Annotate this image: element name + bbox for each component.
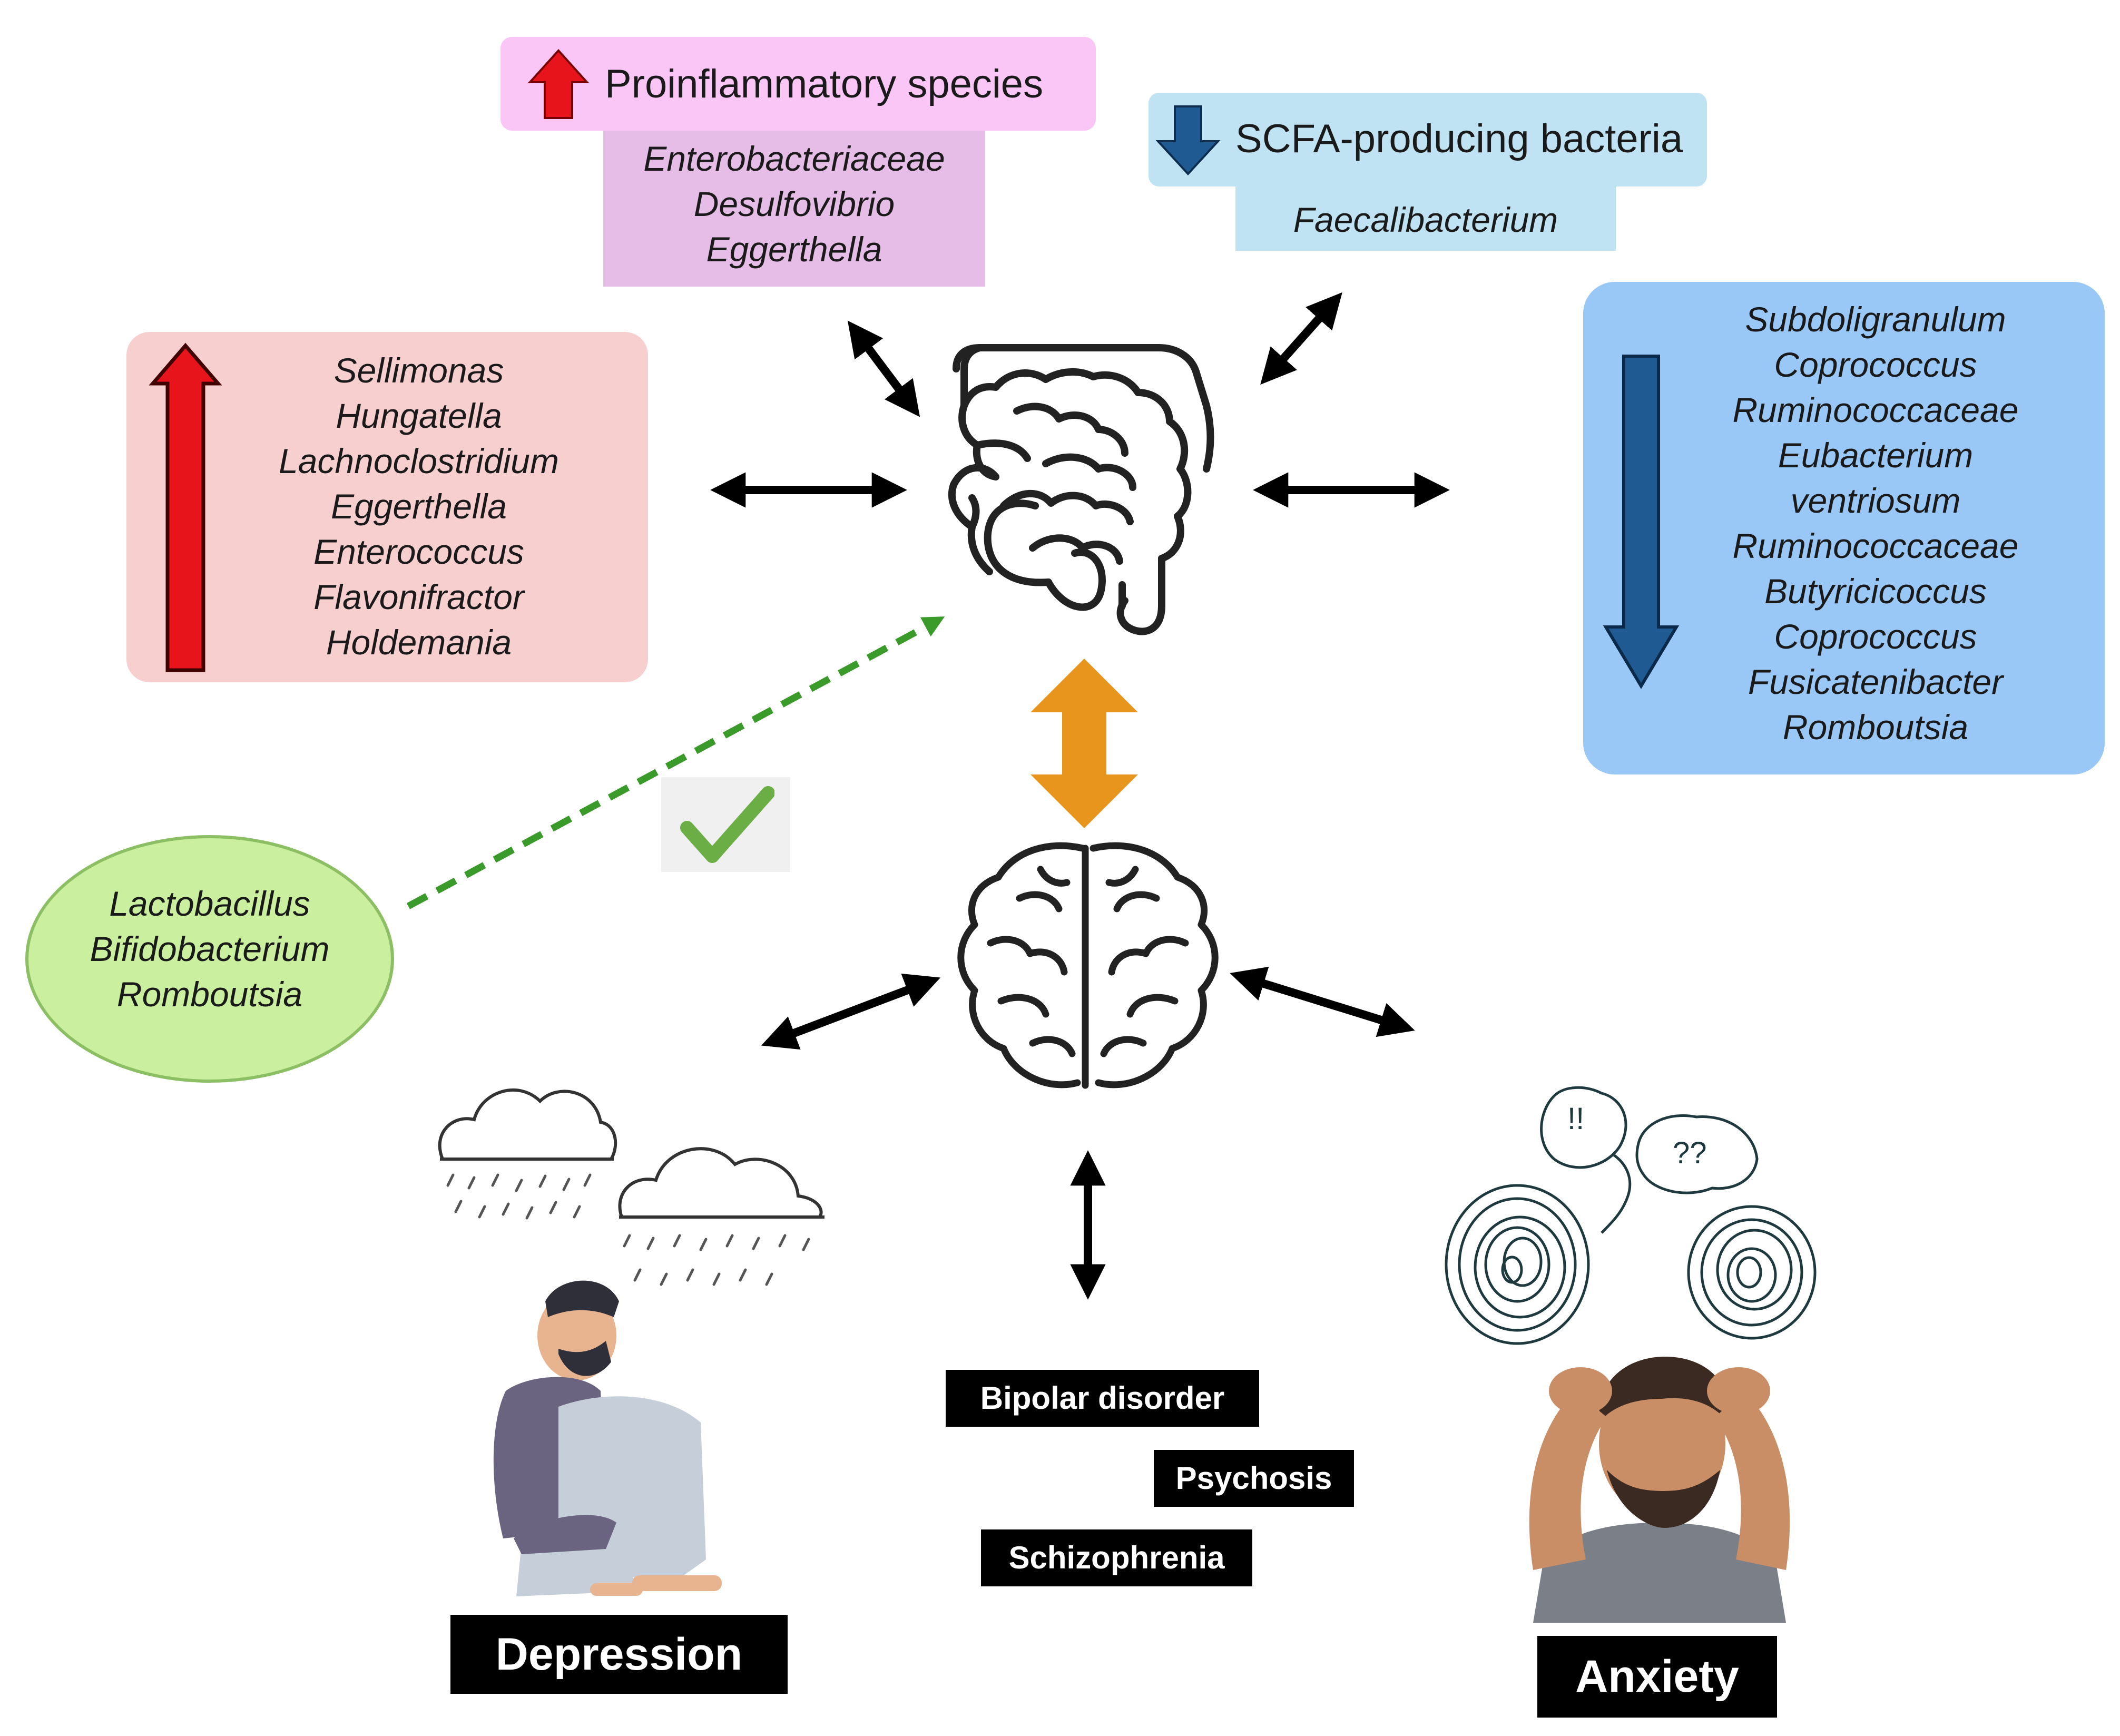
exclaim-bubble-text: !! [1567,1102,1585,1136]
proinflammatory-header [500,37,1096,131]
proinflammatory-species-box [603,131,985,287]
up-arrow-icon [149,342,222,672]
list-item: Faecalibacterium [1293,200,1558,239]
list-item: Holdemania [326,623,512,662]
list-item: Subdoligranulum [1745,300,2006,339]
depression-label: Depression [450,1615,788,1694]
list-item: Desulfovibrio [693,184,895,223]
list-item: Eubacterium [1778,436,1974,475]
list-item: Sellimonas [333,351,504,390]
list-item: Eggerthella [331,487,507,526]
depressed-person-illustration [493,1280,722,1596]
beneficial-taxa-list: Lactobacillus Bifidobacterium Romboutsia [52,881,368,1017]
list-item: Romboutsia [1782,708,1969,747]
proinflammatory-species-list: Enterobacteriaceae Desulfovibrio Eggerth… [603,136,985,272]
scfa-species-box [1235,187,1616,251]
arrow-beneficial-to-gut [406,616,945,909]
rain-cloud-icon [438,1088,825,1286]
list-item: Hungatella [336,396,502,435]
list-item: ventriosum [1790,481,1961,520]
list-item: Ruminococcaceae [1732,390,2019,429]
list-item: Lactobacillus [109,884,310,923]
list-item: Eggerthella [706,230,882,269]
brain-icon [957,842,1219,1089]
list-item: Romboutsia [116,975,303,1014]
arrow-top-right-to-gut [1260,292,1342,385]
question-bubble-text: ?? [1673,1136,1707,1170]
list-item: Fusicatenibacter [1748,662,2004,701]
list-item: Lachnoclostridium [279,442,559,480]
list-item: Coprococcus [1774,617,1977,656]
up-arrow-icon [527,49,590,119]
scfa-species-list: Faecalibacterium [1235,197,1616,242]
gut-brain-axis-arrow [1030,659,1138,828]
schizophrenia-label: Schizophrenia [981,1529,1252,1586]
beneficial-taxa-ellipse [25,835,394,1083]
down-arrow-icon [1155,105,1221,175]
list-item: Butyricicoccus [1764,572,1987,611]
arrow-top-left-to-gut [847,320,920,417]
list-item: Bifidobacterium [90,929,330,968]
arrow-brain-to-anxiety [1230,966,1415,1037]
increased-taxa-list: Sellimonas Hungatella Lachnoclostridium … [240,348,598,665]
anxiety-label: Anxiety [1537,1636,1777,1718]
down-arrow-icon [1603,355,1680,689]
list-item: Coprococcus [1774,345,1977,384]
decreased-taxa-box [1583,282,2105,774]
scfa-title: SCFA-producing bacteria [1235,116,1683,161]
anxiety-scribble-icon [1445,1086,1817,1345]
list-item: Ruminococcaceae [1732,526,2019,565]
checkmark-icon [680,786,774,863]
psychosis-label: Psychosis [1154,1450,1354,1507]
decreased-taxa-list: Subdoligranulum Coprococcus Ruminococcac… [1702,297,2049,750]
increased-taxa-box [126,332,648,682]
list-item: Enterobacteriaceae [643,139,945,178]
list-item: Enterococcus [313,532,524,571]
intestine-icon [948,344,1214,635]
list-item: Flavonifractor [313,577,524,616]
proinflammatory-title: Proinflammatory species [605,62,1044,106]
arrow-brain-to-depression [761,973,941,1050]
anxious-person-illustration [1529,1357,1790,1623]
bipolar-disorder-label: Bipolar disorder [946,1370,1259,1427]
scfa-header [1149,93,1707,187]
